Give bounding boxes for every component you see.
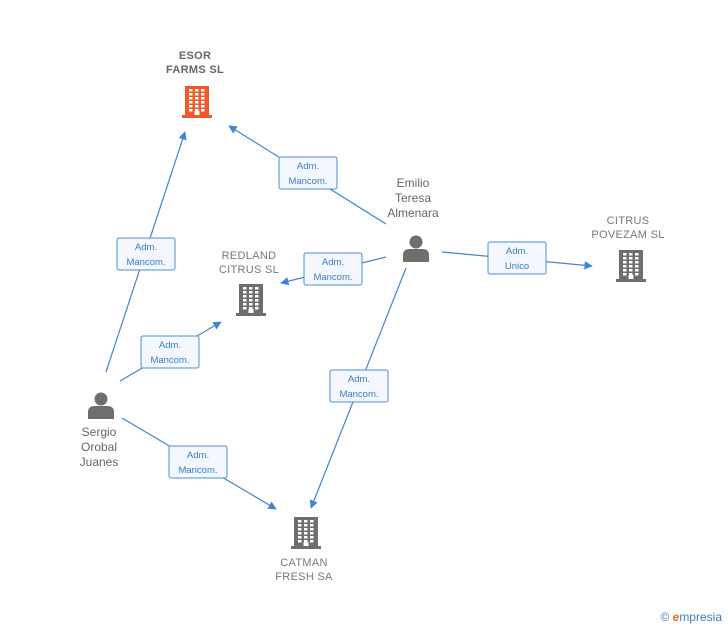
edge-label-box [168, 445, 228, 479]
edge-label-sergio-catman[interactable]: Adm. Mancom. [168, 445, 228, 479]
copyright-symbol: © [660, 610, 670, 624]
person-icon [88, 392, 114, 419]
edge-label-text: Mancom. [150, 355, 189, 366]
edge-label-text: Adm. [135, 242, 157, 253]
brand-initial: e [672, 610, 680, 624]
edge-label-emilio-catman[interactable]: Adm. Mancom. [329, 369, 389, 403]
edge-label-emilio-citrus_povezam[interactable]: Adm. Unico [487, 241, 547, 275]
node-label-redland: CITRUS SL [219, 264, 279, 276]
building-icon [236, 284, 266, 316]
node-citrus_povezam[interactable]: CITRUS POVEZAM SL [591, 215, 664, 282]
node-label-emilio: Emilio [397, 176, 430, 190]
edge-label-sergio-esor[interactable]: Adm. Mancom. [116, 237, 176, 271]
node-label-catman: CATMAN [280, 557, 327, 569]
node-label-redland: REDLAND [222, 250, 277, 262]
building-icon [291, 517, 321, 549]
edge-label-box [140, 335, 200, 369]
building-icon [616, 250, 646, 282]
building-icon [182, 86, 212, 118]
node-label-sergio: Sergio [82, 425, 117, 439]
edge-label-text: Adm. [187, 450, 209, 461]
node-esor[interactable]: ESOR FARMS SL [166, 50, 224, 118]
edge-label-text: Adm. [506, 246, 528, 257]
edge-label-text: Adm. [348, 374, 370, 385]
node-label-sergio: Orobal [81, 440, 117, 454]
edge-label-text: Mancom. [178, 465, 217, 476]
nodes-layer: ESOR FARMS SL REDLAND CITRUS SL CITRUS POVEZA… [80, 50, 665, 583]
edge-labels-layer: Adm.Mancom.Adm.Mancom.Adm.UnicoAdm.Manco… [116, 156, 547, 479]
edge-label-text: Adm. [322, 257, 344, 268]
edge-label-box [278, 156, 338, 190]
edge-label-box [303, 252, 363, 286]
edge-label-text: Mancom. [288, 176, 327, 187]
edge-label-text: Mancom. [339, 389, 378, 400]
edge-label-box [116, 237, 176, 271]
person-icon [403, 235, 429, 262]
edge-label-emilio-esor[interactable]: Adm. Mancom. [278, 156, 338, 190]
edge-label-box [329, 369, 389, 403]
edge-label-text: Mancom. [313, 272, 352, 283]
edge-label-text: Adm. [297, 161, 319, 172]
brand-name: mpresia [679, 610, 722, 624]
edge-label-text: Unico [505, 261, 529, 272]
node-label-sergio: Juanes [80, 455, 119, 469]
edge-label-text: Mancom. [126, 257, 165, 268]
footer-brand: © empresia [660, 610, 722, 624]
node-label-catman: FRESH SA [275, 571, 333, 583]
node-label-esor: ESOR [179, 50, 211, 62]
edge-label-text: Adm. [159, 340, 181, 351]
node-label-citrus_povezam: POVEZAM SL [591, 229, 664, 241]
node-catman[interactable]: CATMAN FRESH SA [275, 517, 333, 583]
edge-label-sergio-redland[interactable]: Adm. Mancom. [140, 335, 200, 369]
edge-label-emilio-redland[interactable]: Adm. Mancom. [303, 252, 363, 286]
node-label-esor: FARMS SL [166, 64, 224, 76]
node-label-emilio: Almenara [387, 206, 439, 220]
node-label-emilio: Teresa [395, 191, 431, 205]
node-label-citrus_povezam: CITRUS [607, 215, 650, 227]
node-redland[interactable]: REDLAND CITRUS SL [219, 250, 279, 316]
edge-label-box [487, 241, 547, 275]
